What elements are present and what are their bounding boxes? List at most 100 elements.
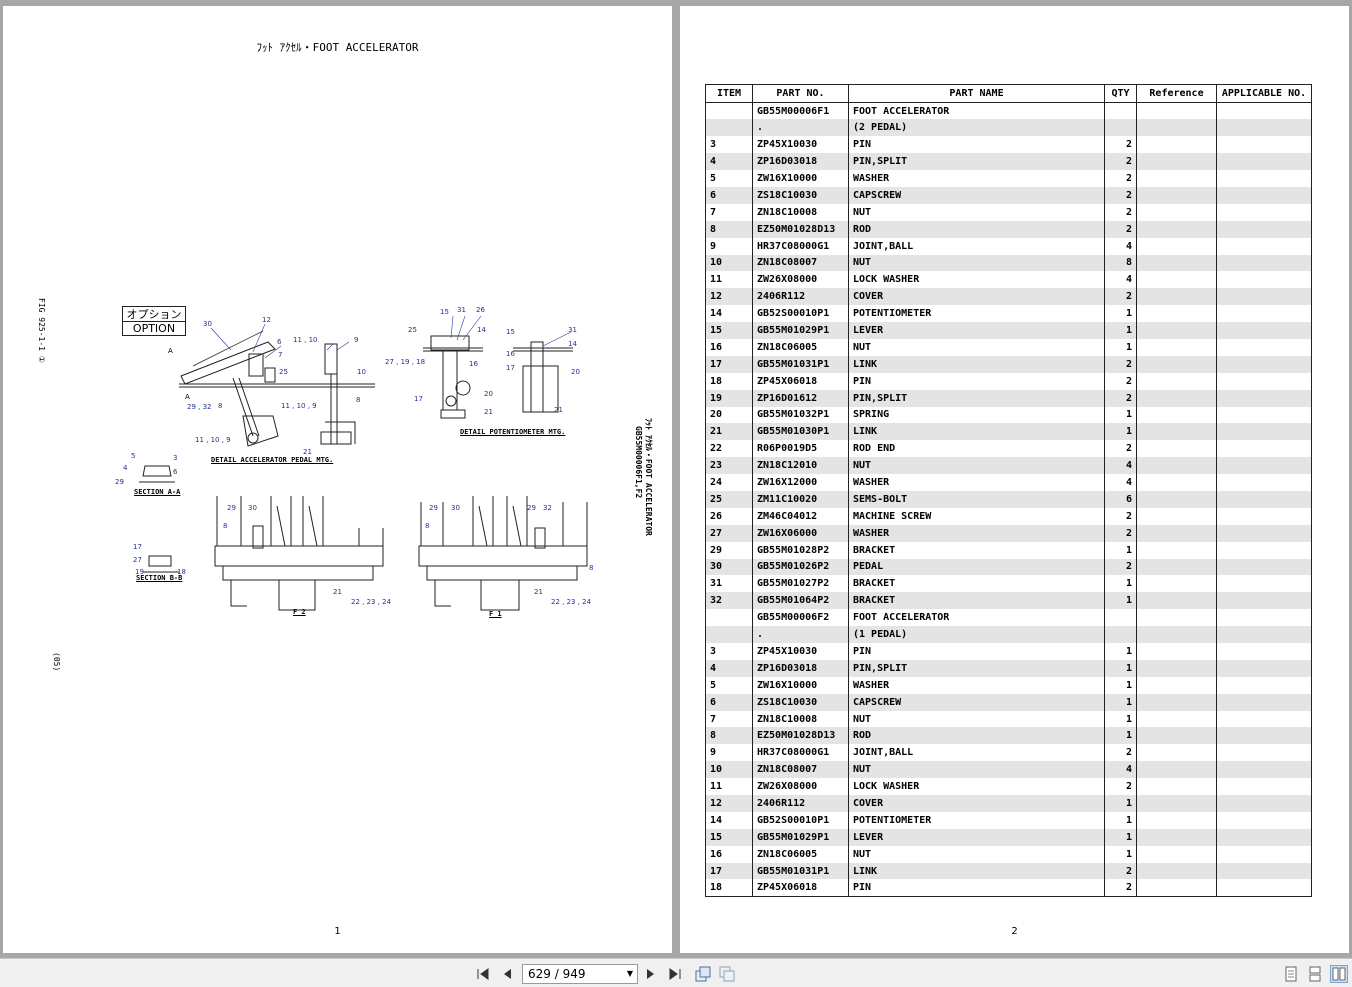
callout: 6 [277,338,282,346]
col-header-part-no: PART NO. [752,84,849,103]
callout: 31 [457,306,466,314]
previous-page-icon[interactable] [498,965,516,983]
cell-item: 29 [705,541,753,559]
cell-part-name: LEVER [848,828,1105,846]
cell-applicable-no [1216,761,1312,779]
cell-applicable-no [1216,879,1312,897]
cell-item: 27 [705,524,753,542]
cell-part-no: ZS18C10030 [752,693,849,711]
first-page-icon[interactable] [474,965,492,983]
cell-reference [1136,811,1217,829]
cell-part-name: PIN,SPLIT [848,153,1105,171]
callout: 30 [203,320,212,328]
callout: 21 [554,406,563,414]
cell-item: 20 [705,406,753,424]
cell-part-name: SPRING [848,406,1105,424]
cell-reference [1136,676,1217,694]
cell-qty: 2 [1104,389,1137,407]
cell-item: 18 [705,372,753,390]
callout: 30 [451,504,460,512]
facing-pages-view-icon[interactable] [1330,965,1348,983]
cell-part-name: LINK [848,423,1105,441]
cell-item: 16 [705,845,753,863]
cell-reference [1136,575,1217,593]
cell-reference [1136,626,1217,643]
cell-applicable-no [1216,305,1312,323]
cell-part-no: ZW16X10000 [752,170,849,187]
callout: 14 [568,340,577,348]
left-page: ﾌｯﾄ ｱｸｾﾙ・FOOT ACCELERATOR FIG 925-1-1 ① … [3,6,672,953]
continuous-view-icon[interactable] [1306,965,1324,983]
cell-reference [1136,305,1217,323]
callout: 32 [543,504,552,512]
cell-qty [1104,609,1137,627]
cell-qty: 2 [1104,136,1137,154]
cell-part-no: GB55M00006F1 [752,102,849,120]
option-jp: オプション [126,308,182,321]
cell-item: 14 [705,811,753,829]
callout: 11 , 10 [293,336,318,344]
cell-item: 17 [705,355,753,373]
cell-qty: 6 [1104,490,1137,508]
callout: 15 [506,328,515,336]
caption-section-a: SECTION A-A [134,488,181,496]
col-header-part-name: PART NAME [848,84,1105,103]
page-number-select[interactable]: 629 / 949 ▼ [522,964,638,984]
right-page: ITEM PART NO. PART NAME QTY Reference AP… [680,6,1349,953]
cell-qty: 4 [1104,271,1137,289]
cell-reference [1136,727,1217,745]
cell-item: 3 [705,136,753,154]
chevron-down-icon: ▼ [626,969,633,978]
cell-part-no: GB55M01026P2 [752,558,849,576]
cell-part-no: GB55M01031P1 [752,862,849,880]
cell-item: 15 [705,828,753,846]
callout: 15 [440,308,449,316]
callout: 8 [589,564,594,572]
cell-reference [1136,203,1217,221]
fit-page-icon[interactable] [694,965,712,983]
cell-part-no: ZP45X10030 [752,643,849,660]
callout: 29 [115,478,124,486]
cell-qty: 4 [1104,474,1137,491]
cell-reference [1136,372,1217,390]
cell-reference [1136,643,1217,660]
last-page-icon[interactable] [666,965,684,983]
cell-qty: 2 [1104,524,1137,542]
cell-part-name: BRACKET [848,592,1105,610]
cell-part-name: FOOT ACCELERATOR [848,609,1105,627]
single-page-view-icon[interactable] [1282,965,1300,983]
cell-reference [1136,659,1217,677]
cell-part-name: NUT [848,845,1105,863]
cell-qty [1104,626,1137,643]
cell-part-name: NUT [848,457,1105,475]
cell-item: 14 [705,305,753,323]
cell-qty: 2 [1104,440,1137,458]
actual-size-icon[interactable] [718,965,736,983]
cell-part-name: LOCK WASHER [848,271,1105,289]
cell-applicable-no [1216,592,1312,610]
caption-pot-mtg: DETAIL POTENTIOMETER MTG. [460,428,566,436]
cell-part-no: GB52S00010P1 [752,305,849,323]
cell-part-name: NUT [848,338,1105,356]
cell-item: 9 [705,237,753,255]
cell-reference [1136,744,1217,762]
cell-part-no: ZW16X10000 [752,676,849,694]
cell-reference [1136,457,1217,475]
cell-applicable-no [1216,643,1312,660]
page-indicator: 629 / 949 [528,967,586,981]
cell-qty: 1 [1104,575,1137,593]
cell-applicable-no [1216,575,1312,593]
next-page-icon[interactable] [642,965,660,983]
cell-reference [1136,507,1217,525]
caption-f1: F 1 [489,610,502,618]
cell-qty: 1 [1104,423,1137,441]
cell-item: 3 [705,643,753,660]
cell-reference [1136,406,1217,424]
